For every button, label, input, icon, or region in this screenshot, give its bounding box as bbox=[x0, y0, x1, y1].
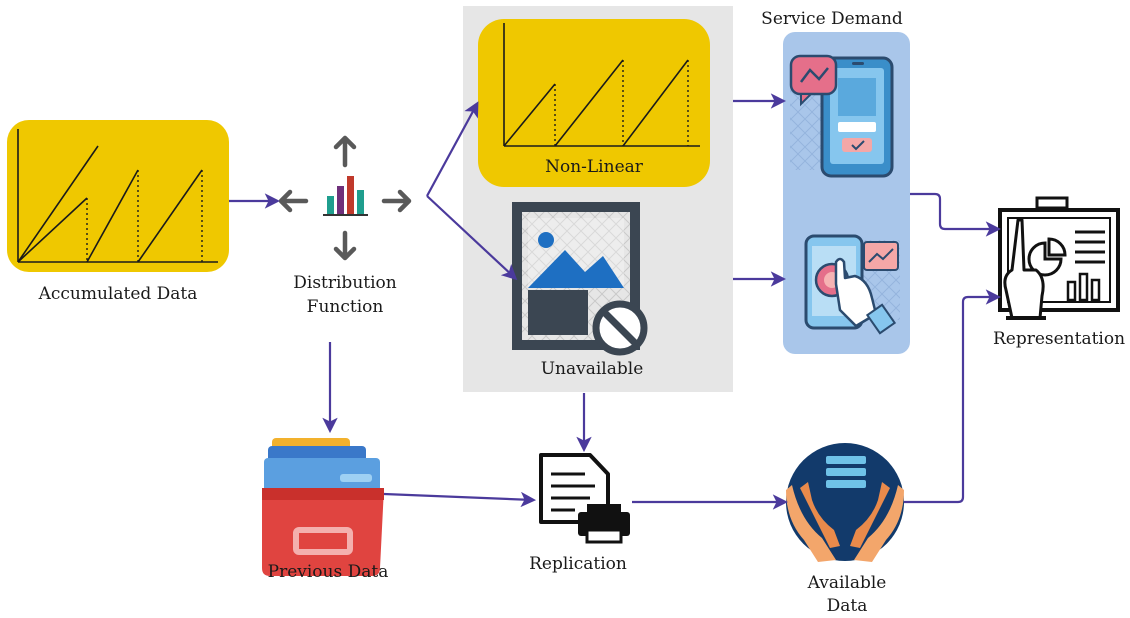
representation-label: Representation bbox=[993, 329, 1125, 349]
distribution-function-label-1: Distribution bbox=[293, 273, 397, 293]
replication-label: Replication bbox=[529, 554, 627, 574]
arrow-distribution-to-unavailable bbox=[426, 195, 518, 281]
hands-database-icon bbox=[786, 443, 904, 562]
arrow-distribution-to-nonlinear bbox=[426, 101, 479, 197]
previous-data-label: Previous Data bbox=[268, 562, 389, 582]
bar-chart-arrows-icon bbox=[278, 135, 412, 261]
arrow-available-to-representation bbox=[904, 289, 1002, 504]
available-data-label-2: Data bbox=[827, 596, 868, 616]
non-linear-label: Non-Linear bbox=[545, 157, 644, 177]
presentation-board-icon bbox=[998, 196, 1120, 320]
arrow-service-to-representation bbox=[910, 192, 1002, 237]
phone-touch-icon bbox=[804, 234, 899, 335]
distribution-function-label-2: Function bbox=[307, 297, 384, 317]
flow-arrows bbox=[229, 93, 1002, 510]
non-linear-chart bbox=[478, 19, 710, 187]
image-unavailable-icon bbox=[512, 202, 648, 356]
available-data-label-1: Available bbox=[807, 573, 887, 593]
unavailable-label: Unavailable bbox=[541, 359, 644, 379]
arrow-previous-to-replication bbox=[383, 491, 537, 508]
phone-chat-icon bbox=[789, 54, 894, 178]
accumulated-data-label: Accumulated Data bbox=[38, 284, 198, 304]
printer-icon bbox=[539, 453, 630, 544]
service-demand-label: Service Demand bbox=[761, 9, 903, 29]
accumulated-data-chart bbox=[7, 120, 229, 272]
folder-icon bbox=[262, 438, 384, 576]
